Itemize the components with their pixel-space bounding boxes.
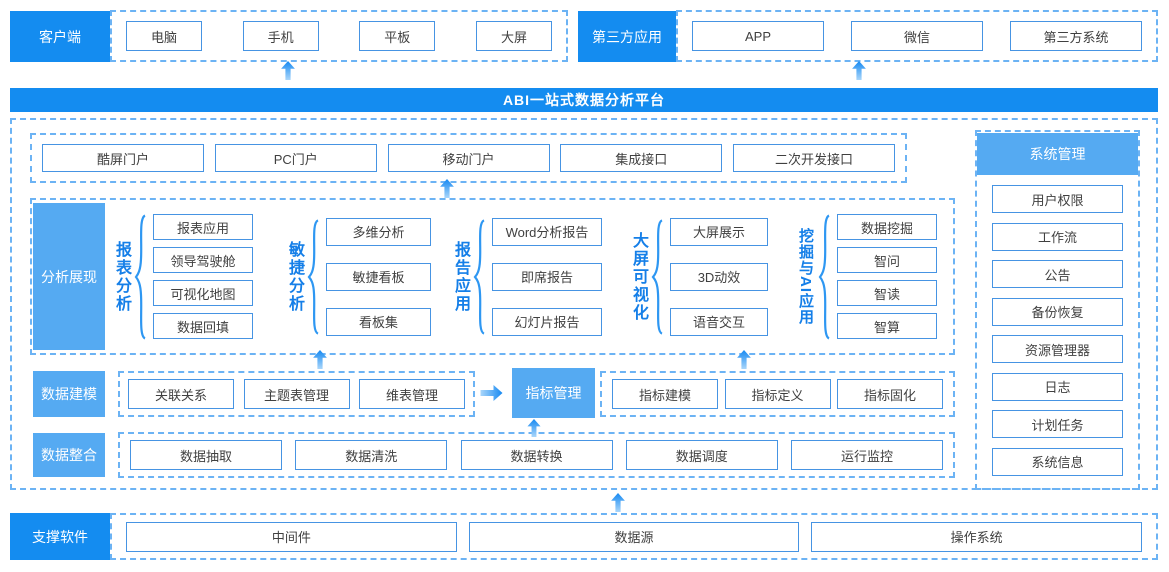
system-management-container <box>975 130 1140 490</box>
brace-icon <box>651 218 665 336</box>
node-subject-table-mgmt: 主题表管理 <box>243 379 350 409</box>
modeling-left-container: 关联关系 主题表管理 维表管理 <box>118 371 475 417</box>
node-operating-system: 操作系统 <box>811 521 1143 552</box>
node-mobile: 手机 <box>242 21 319 51</box>
group-label-bigscreen-visualization: 大屏可视化 <box>630 231 647 322</box>
node-metric-modeling: 指标建模 <box>612 379 718 409</box>
node-metric-definition: 指标定义 <box>724 379 831 409</box>
node-voice-interaction: 语音交互 <box>670 307 768 336</box>
node-pc: 电脑 <box>126 21 202 51</box>
node-middleware: 中间件 <box>126 521 457 552</box>
analysis-group-report-app: 报告应用 Word分析报告 即席报告 幻灯片报告 <box>452 198 602 355</box>
node-data-cleaning: 数据清洗 <box>295 440 448 470</box>
analysis-group-mining-ai: 挖掘与AI应用 数据挖掘 智问 智读 智算 <box>797 198 937 355</box>
node-multidim-analysis: 多维分析 <box>326 217 431 246</box>
node-smart-read: 智读 <box>837 280 937 306</box>
node-data-backfill: 数据回填 <box>153 313 253 339</box>
platform-container <box>10 118 1158 490</box>
platform-title-banner: ABI一站式数据分析平台 <box>10 88 1158 112</box>
arrow-up-icon <box>852 61 866 80</box>
third-party-section-label: 第三方应用 <box>578 11 676 62</box>
support-section-label: 支撑软件 <box>10 513 110 560</box>
modeling-section-label: 数据建模 <box>33 371 105 417</box>
node-bigscreen-display: 大屏展示 <box>670 217 768 246</box>
node-logs: 日志 <box>992 372 1123 401</box>
arrow-up-icon <box>313 350 327 369</box>
analysis-group-report: 报表分析 报表应用 领导驾驶舱 可视化地图 数据回填 <box>113 198 253 355</box>
node-adhoc-report: 即席报告 <box>492 262 602 291</box>
group-label-mining-ai: 挖掘与AI应用 <box>797 228 814 325</box>
integration-section-label: 数据整合 <box>33 433 105 477</box>
analysis-section-container <box>30 198 955 355</box>
portal-row-container: 酷屏门户 PC门户 移动门户 集成接口 二次开发接口 <box>30 133 907 183</box>
system-management-list: 用户权限 工作流 公告 备份恢复 资源管理器 日志 计划任务 系统信息 <box>992 185 1123 476</box>
node-report-app: 报表应用 <box>153 214 253 240</box>
node-relationships: 关联关系 <box>128 379 234 409</box>
node-metric-solidify: 指标固化 <box>837 379 943 409</box>
arrow-up-icon <box>281 61 295 80</box>
node-agile-board: 敏捷看板 <box>326 262 431 291</box>
analysis-group-bigscreen: 大屏可视化 大屏展示 3D动效 语音交互 <box>630 198 768 355</box>
third-party-container: APP 微信 第三方系统 <box>676 10 1158 62</box>
arrow-up-icon <box>527 419 541 437</box>
node-leader-cockpit: 领导驾驶舱 <box>153 247 253 273</box>
node-app: APP <box>692 21 824 51</box>
node-data-scheduling: 数据调度 <box>625 440 778 470</box>
node-backup-restore: 备份恢复 <box>992 297 1123 326</box>
support-container: 中间件 数据源 操作系统 <box>110 513 1158 560</box>
node-runtime-monitoring: 运行监控 <box>791 440 943 470</box>
node-data-transform: 数据转换 <box>460 440 613 470</box>
node-data-source: 数据源 <box>468 521 800 552</box>
brace-icon <box>818 213 832 341</box>
client-devices-container: 电脑 手机 平板 大屏 <box>110 10 568 62</box>
analysis-section-label: 分析展现 <box>33 203 105 350</box>
node-slide-report: 幻灯片报告 <box>492 307 602 336</box>
node-3d-effects: 3D动效 <box>670 262 768 291</box>
node-coolscreen-portal: 酷屏门户 <box>42 144 204 172</box>
node-mobile-portal: 移动门户 <box>387 144 550 172</box>
analysis-group-agile: 敏捷分析 多维分析 敏捷看板 看板集 <box>286 198 431 355</box>
node-data-extraction: 数据抽取 <box>130 440 282 470</box>
brace-icon <box>307 218 321 336</box>
node-dim-table-mgmt: 维表管理 <box>359 379 465 409</box>
node-tablet: 平板 <box>359 21 436 51</box>
group-label-agile-analysis: 敏捷分析 <box>286 240 303 313</box>
node-word-report: Word分析报告 <box>492 217 602 246</box>
node-secondary-dev-interface: 二次开发接口 <box>733 144 895 172</box>
brace-icon <box>134 213 148 341</box>
modeling-right-container: 指标建模 指标定义 指标固化 <box>600 371 955 417</box>
arrow-up-icon <box>611 493 625 512</box>
node-data-mining: 数据挖掘 <box>837 214 937 240</box>
node-wechat: 微信 <box>851 21 983 51</box>
node-pc-portal: PC门户 <box>214 144 377 172</box>
group-label-report-application: 报告应用 <box>452 240 469 313</box>
brace-icon <box>473 218 487 336</box>
integration-container: 数据抽取 数据清洗 数据转换 数据调度 运行监控 <box>118 432 955 478</box>
node-board-set: 看板集 <box>326 307 431 336</box>
node-third-party-system: 第三方系统 <box>1010 21 1142 51</box>
client-section-label: 客户端 <box>10 11 110 62</box>
metric-management-highlight: 指标管理 <box>512 368 595 418</box>
node-resource-manager: 资源管理器 <box>992 335 1123 363</box>
node-integration-interface: 集成接口 <box>560 144 723 172</box>
node-bigscreen: 大屏 <box>475 21 552 51</box>
node-system-info: 系统信息 <box>992 447 1123 476</box>
arrow-right-icon <box>480 385 503 401</box>
node-visual-map: 可视化地图 <box>153 280 253 306</box>
arrow-up-icon <box>737 350 751 369</box>
node-announcement: 公告 <box>992 260 1123 288</box>
group-label-report-analysis: 报表分析 <box>113 240 130 313</box>
node-user-permissions: 用户权限 <box>992 185 1123 213</box>
node-smart-compute: 智算 <box>837 313 937 339</box>
arrow-up-icon <box>440 179 454 198</box>
node-scheduled-tasks: 计划任务 <box>992 410 1123 438</box>
node-workflow: 工作流 <box>992 222 1123 251</box>
node-smart-ask: 智问 <box>837 247 937 273</box>
system-management-header: 系统管理 <box>977 133 1138 175</box>
